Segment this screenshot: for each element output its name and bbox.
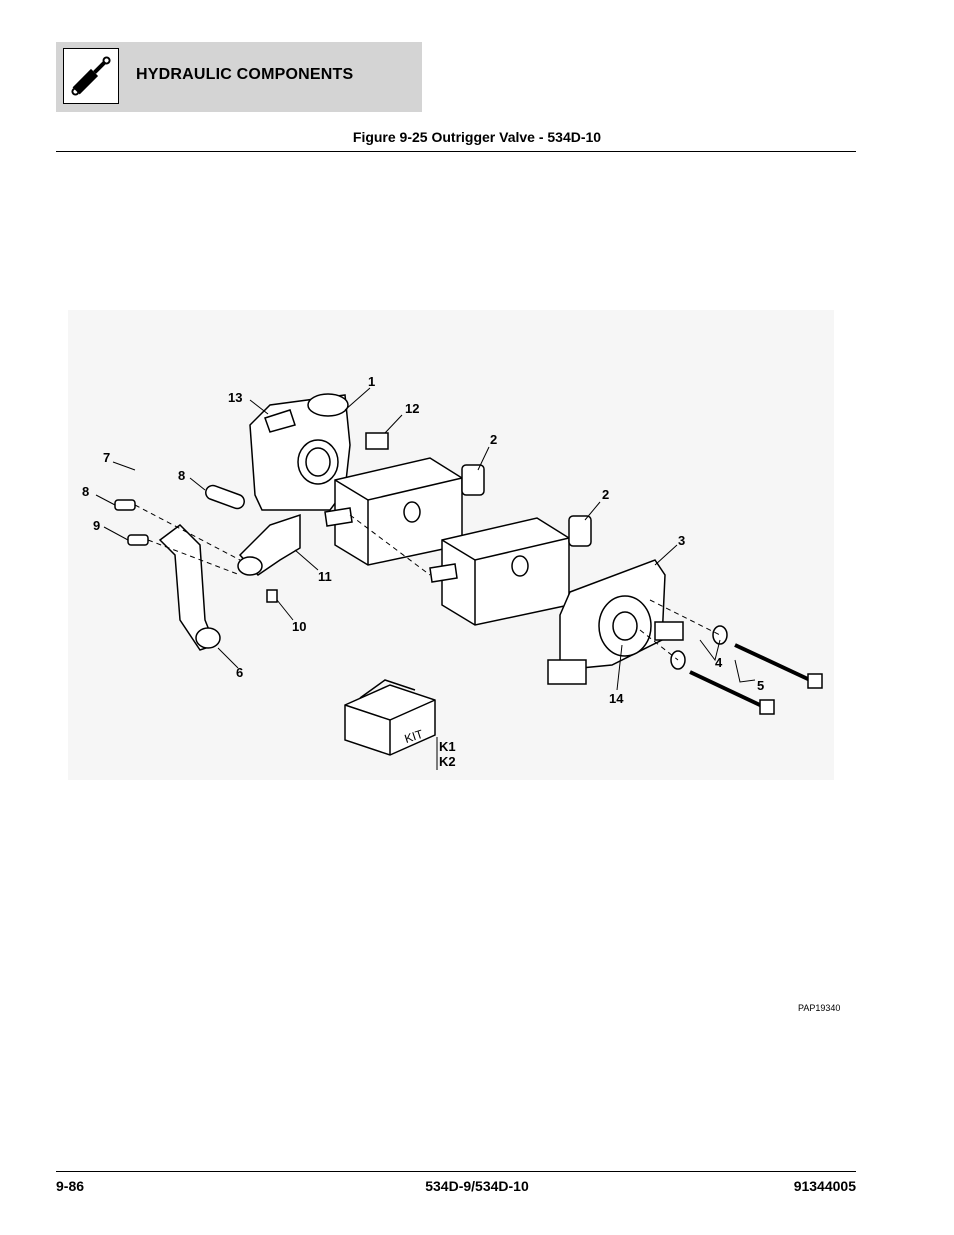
page-number: 9-86: [56, 1178, 85, 1194]
body-port-1: [307, 393, 349, 417]
figure-reference-code: PAP19340: [798, 1003, 841, 1013]
callout-8b: 8: [178, 468, 185, 483]
callout-1: 1: [368, 374, 375, 389]
callout-11: 11: [318, 569, 332, 584]
callout-14: 14: [609, 691, 624, 706]
bolt-5b: [759, 699, 775, 715]
callout-5: 5: [757, 678, 764, 693]
pin-8: [114, 499, 136, 511]
link-8: [205, 484, 245, 510]
model-number: 534D-9/534D-10: [425, 1178, 529, 1194]
pin-9: [127, 534, 149, 546]
callout-13: 13: [228, 390, 242, 405]
callout-9: 9: [93, 518, 100, 533]
callout-3: 3: [678, 533, 685, 548]
assembly-centerlines: [134, 504, 721, 661]
spool-cap-2a: [461, 464, 485, 496]
figure-title: Figure 9-25 Outrigger Valve - 534D-10: [352, 129, 602, 145]
callout-2a: 2: [490, 432, 497, 447]
hex-plug-13: [264, 409, 296, 433]
callout-12: 12: [405, 401, 419, 416]
header-divider: [56, 151, 856, 152]
callout-4: 4: [715, 655, 723, 670]
callout-2b: 2: [602, 487, 609, 502]
callout-6: 6: [236, 665, 243, 680]
callout-leaders: [95, 387, 756, 770]
spool-end-1: [324, 507, 353, 527]
section-title: HYDRAULIC COMPONENTS: [136, 66, 354, 83]
kit-box-label: KIT: [403, 727, 426, 746]
document-part-number: 91344005: [793, 1178, 856, 1194]
callout-7: 7: [103, 450, 110, 465]
spool-end-2: [429, 563, 458, 583]
callout-k1: K1: [439, 739, 456, 754]
callout-10: 10: [292, 619, 306, 634]
lever-knuckle: [195, 627, 221, 649]
screw-10: [266, 589, 278, 603]
mount-foot-right: [654, 621, 684, 641]
washer-4a: [712, 625, 728, 645]
spool-cap-2b: [568, 515, 592, 547]
callout-8a: 8: [82, 484, 89, 499]
callout-k2: K2: [439, 754, 456, 769]
bolt-5a: [807, 673, 823, 689]
mount-foot-left: [547, 659, 587, 685]
footer-divider: [56, 1171, 856, 1172]
hydraulic-cylinder-icon: [63, 48, 119, 104]
fitting-12: [365, 432, 389, 450]
